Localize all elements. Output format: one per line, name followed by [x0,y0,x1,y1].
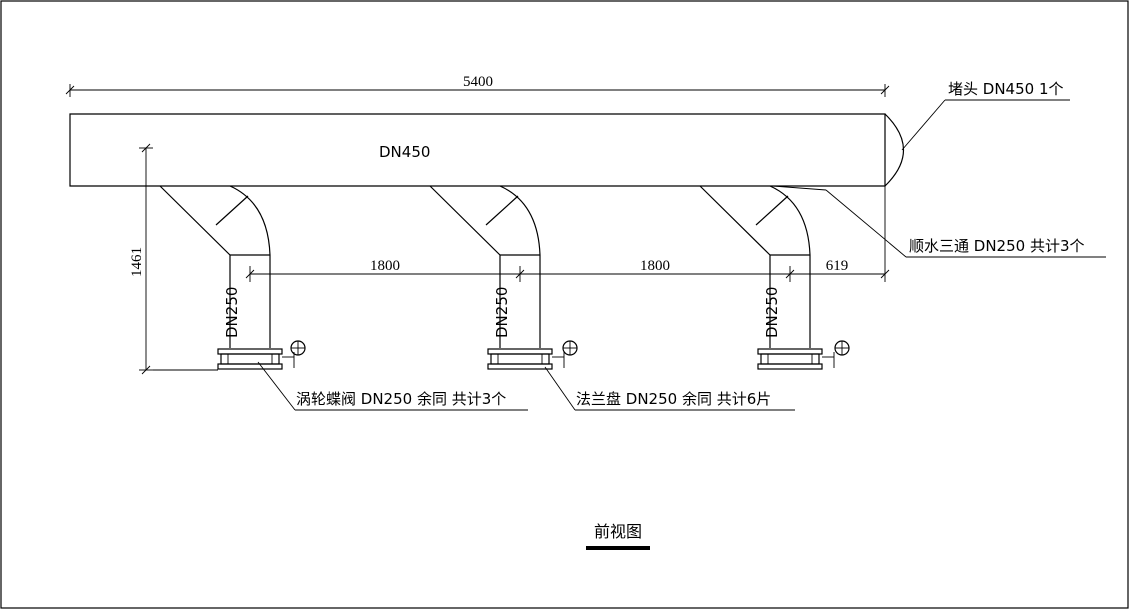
handwheel-icon [834,340,850,356]
dimension-end-offset-text: 619 [826,258,849,274]
dimension-overall-length-text: 5400 [463,74,493,90]
callout-valve: 涡轮蝶阀 DN250 余同 共计3个 [257,361,528,411]
flange [217,348,283,355]
flange [757,348,823,355]
flange [487,363,553,370]
callout-valve-text: 涡轮蝶阀 DN250 余同 共计3个 [296,390,506,408]
butterfly-valve [490,353,550,365]
callout-flange: 法兰盘 DN250 余同 共计6片 [544,366,795,411]
flange [217,363,283,370]
branch-pipe-size-label: DN250 [493,287,511,338]
dimension-height: 1461 [129,143,218,375]
branch-pipe-size-label: DN250 [763,287,781,338]
main-header-pipe: DN450 [69,113,905,187]
end-cap [884,113,905,187]
branch-pipe: DN250 [159,185,306,370]
dimension-overall-length: 5400 [65,74,890,97]
callout-end-cap: 堵头 DN450 1个 [901,80,1070,151]
flange [487,348,553,355]
callout-flange-text: 法兰盘 DN250 余同 共计6片 [576,390,771,408]
dimension-height-text: 1461 [129,247,145,277]
butterfly-valve [760,353,820,365]
branch-pipe: DN250 [429,185,578,370]
handwheel-icon [562,340,578,356]
callout-tee-text: 顺水三通 DN250 共计3个 [909,237,1084,255]
dimension-branch-spacing: 1800 1800 619 [245,186,890,282]
view-title: 前视图 [586,522,650,550]
branch-pipe-size-label: DN250 [223,287,241,338]
branch-pipe: DN250 [699,185,850,370]
callout-end-cap-text: 堵头 DN450 1个 [948,80,1063,98]
butterfly-valve [220,353,280,365]
callout-tee: 顺水三通 DN250 共计3个 [772,185,1106,258]
dimension-spacing-2-text: 1800 [640,258,670,274]
view-title-text: 前视图 [594,522,642,541]
dimension-spacing-1-text: 1800 [370,258,400,274]
main-pipe-size-label: DN450 [379,143,430,161]
flange [757,363,823,370]
handwheel-icon [290,340,306,356]
